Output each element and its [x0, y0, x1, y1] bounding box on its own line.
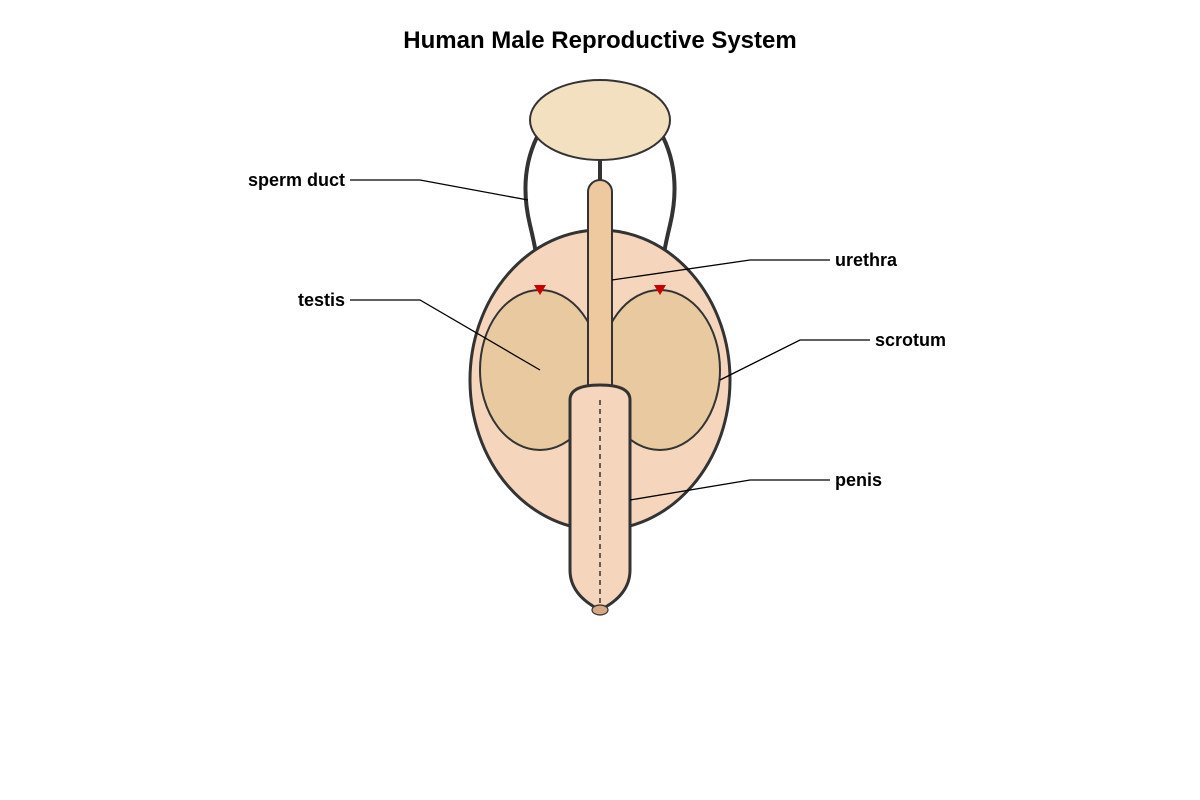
arrow-marker-right [654, 285, 666, 295]
label-sperm-duct: sperm duct [248, 170, 345, 190]
leader-sperm-duct [350, 179, 529, 201]
leader-scrotum [719, 339, 870, 381]
leader-penis [629, 479, 830, 501]
leader-testis [350, 299, 541, 371]
urethra [587, 179, 613, 401]
bladder [529, 79, 671, 161]
arrow-marker-left [534, 285, 546, 295]
penis [568, 383, 632, 612]
penis-tip [591, 604, 609, 616]
label-urethra: urethra [835, 250, 898, 270]
label-penis: penis [835, 470, 882, 490]
page-title: Human Male Reproductive System [403, 27, 797, 54]
leader-urethra [611, 259, 830, 281]
label-scrotum: scrotum [875, 330, 946, 350]
label-testis: testis [298, 290, 345, 310]
